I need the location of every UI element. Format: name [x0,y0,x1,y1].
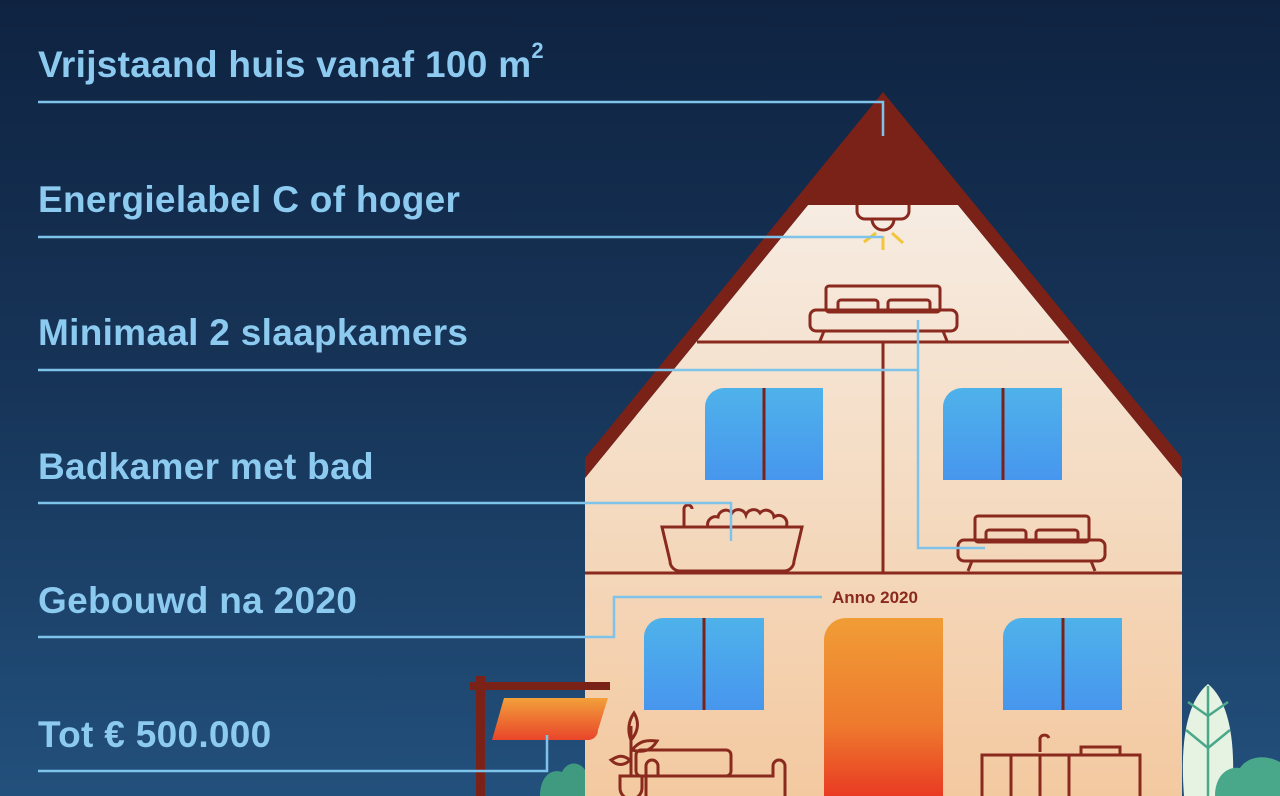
floor-lines [585,340,1182,575]
requirement-price: Tot € 500.000 [38,714,272,755]
requirement-bathroom: Badkamer met bad [38,446,374,487]
lamp-icon [855,205,911,232]
window [943,388,1062,480]
requirement-bedrooms: Minimaal 2 slaapkamers [38,312,469,353]
plant-icon [608,710,660,796]
requirement-build-year: Gebouwd na 2020 [38,580,358,621]
sofa-icon [634,748,787,796]
connector-lines [38,100,985,773]
kitchen-counter-icon [980,733,1142,796]
window [644,618,764,710]
bathtub-icon [660,503,804,573]
window [705,388,823,480]
bed-icon [808,284,959,342]
year-label: Anno 2020 [832,588,918,607]
roof [585,92,1182,478]
bush-icon [1215,757,1280,796]
requirement-size: Vrijstaand huis vanaf 100 m2 [38,38,544,86]
for-sale-sign [470,676,610,796]
requirement-energy-label: Energielabel C of hoger [38,179,461,220]
bush-icon [540,763,585,796]
superscript: 2 [531,38,544,63]
requirement-text: Vrijstaand huis vanaf 100 m [38,44,532,85]
bed-icon [956,514,1107,572]
front-door [824,618,943,796]
window [1003,618,1122,710]
